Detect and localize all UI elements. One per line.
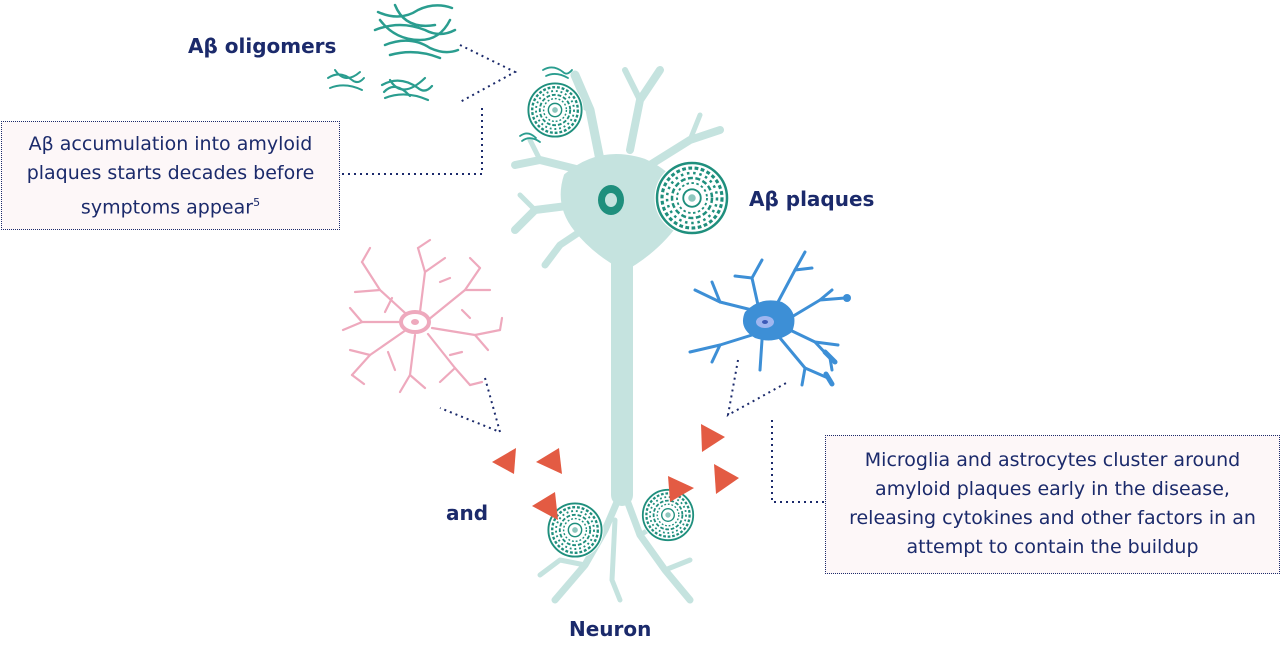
astrocyte-icon xyxy=(341,238,504,394)
plaques-label: Aβ plaques xyxy=(749,187,875,211)
astrocyte-nucleus-icon xyxy=(399,310,431,334)
and-label: and xyxy=(446,501,489,525)
oligomer-fibril-icon xyxy=(519,132,541,143)
oligomer-fibril-icon xyxy=(327,69,365,91)
accumulation-note: Aβ accumulation into amyloid plaques sta… xyxy=(1,121,340,230)
microglia-body-icon xyxy=(742,300,795,341)
oligomer-fibril-icon xyxy=(380,76,434,102)
oligomer-fibril-icon xyxy=(542,66,573,79)
amyloid-plaque-icon xyxy=(652,158,732,238)
microglia-note-text: Microglia and astrocytes cluster around … xyxy=(849,449,1256,558)
oligomer-fibril-icon xyxy=(373,3,460,60)
neuron-label: Neuron xyxy=(569,617,652,641)
neuron-icon xyxy=(511,66,724,604)
triangle-arrow-icon xyxy=(492,424,739,520)
accumulation-note-text: Aβ accumulation into amyloid plaques sta… xyxy=(26,133,315,219)
neuron-nucleus-icon xyxy=(598,185,624,215)
microglia-icon xyxy=(688,250,847,387)
amyloid-plaque-icon xyxy=(639,486,697,544)
oligomers-label: Aβ oligomers xyxy=(188,34,337,58)
microglia-note: Microglia and astrocytes cluster around … xyxy=(825,435,1280,574)
reference-number: 5 xyxy=(253,196,261,209)
connector-lines xyxy=(340,44,826,503)
amyloid-plaque-icon xyxy=(525,80,585,140)
